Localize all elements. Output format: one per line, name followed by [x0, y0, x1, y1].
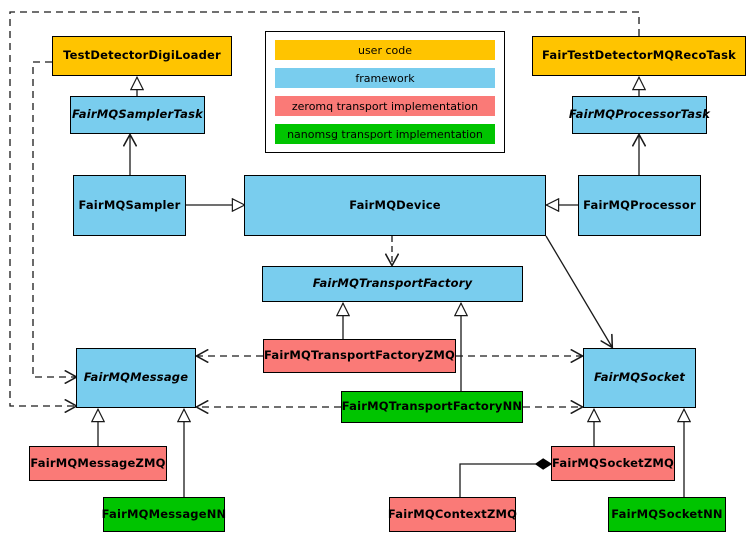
class-node-fairmqprocessortask[interactable]: FairMQProcessorTask [568, 96, 711, 134]
class-node-fairmqsocketzmq[interactable]: FairMQSocketZMQ [551, 446, 675, 481]
class-label-fairmqtransportfactory: FairMQTransportFactory [312, 276, 473, 291]
class-node-fairmqmessage[interactable]: FairMQMessage [76, 348, 196, 408]
legend-item-user-code: user code [275, 40, 495, 60]
class-node-fairmqsocket[interactable]: FairMQSocket [583, 348, 696, 408]
legend-label-nanomsg: nanomsg transport implementation [287, 127, 483, 141]
legend-label-zeromq: zeromq transport implementation [291, 99, 479, 113]
class-node-fairmqsocketnn[interactable]: FairMQSocketNN [608, 497, 726, 532]
class-node-fairmqsampler[interactable]: FairMQSampler [73, 175, 186, 236]
class-label-fairmqsampler: FairMQSampler [78, 197, 181, 212]
class-label-testdetectordigiloader: TestDetectorDigiLoader [63, 48, 221, 63]
class-node-fairmqtransportfactorynn[interactable]: FairMQTransportFactoryNN [341, 391, 523, 423]
class-label-fairmqtransportfactoryzmq: FairMQTransportFactoryZMQ [264, 348, 456, 363]
legend-item-nanomsg: nanomsg transport implementation [275, 124, 495, 144]
class-label-fairmqsamplertask: FairMQSamplerTask [72, 107, 203, 122]
class-label-fairmqprocessor: FairMQProcessor [583, 197, 696, 212]
class-label-fairmqcontextzmq: FairMQContextZMQ [387, 506, 518, 521]
class-node-fairmqtransportfactoryzmq[interactable]: FairMQTransportFactoryZMQ [263, 339, 456, 373]
class-label-fairmqsocketzmq: FairMQSocketZMQ [552, 455, 674, 470]
class-node-fairmqmessagezmq[interactable]: FairMQMessageZMQ [29, 446, 167, 481]
class-node-fairmqprocessor[interactable]: FairMQProcessor [578, 175, 701, 236]
legend-label-framework: framework [355, 71, 415, 85]
legend-label-user-code: user code [357, 43, 413, 57]
class-label-fairmqtransportfactorynn: FairMQTransportFactoryNN [341, 399, 523, 414]
class-node-fairtestdetectormqrecotask[interactable]: FairTestDetectorMQRecoTask [532, 36, 746, 76]
class-node-fairmqtransportfactory[interactable]: FairMQTransportFactory [262, 266, 523, 302]
class-label-fairmqprocessortask: FairMQProcessorTask [568, 107, 711, 122]
class-node-fairmqsamplertask[interactable]: FairMQSamplerTask [70, 96, 205, 134]
class-label-fairmqsocket: FairMQSocket [593, 370, 686, 385]
class-node-fairmqmessagenn[interactable]: FairMQMessageNN [101, 497, 227, 532]
class-label-fairmqsocketnn: FairMQSocketNN [611, 506, 723, 521]
class-label-fairmqmessagenn: FairMQMessageNN [101, 506, 227, 521]
class-label-fairmqmessage: FairMQMessage [83, 370, 189, 385]
legend-item-zeromq: zeromq transport implementation [275, 96, 495, 116]
edge-socketzmq-composition-contextzmq [459, 464, 551, 497]
class-label-fairmqmessagezmq: FairMQMessageZMQ [30, 455, 166, 470]
class-node-testdetectordigiloader[interactable]: TestDetectorDigiLoader [52, 36, 232, 76]
class-node-fairmqdevice[interactable]: FairMQDevice [244, 175, 546, 236]
legend-item-framework: framework [275, 68, 495, 88]
class-node-fairmqcontextzmq[interactable]: FairMQContextZMQ [387, 497, 518, 532]
edge-device-to-socket [545, 235, 612, 347]
legend: user code framework zeromq transport imp… [265, 31, 505, 153]
class-label-fairmqdevice: FairMQDevice [349, 197, 441, 212]
class-label-fairtestdetectormqrecotask: FairTestDetectorMQRecoTask [542, 48, 736, 63]
